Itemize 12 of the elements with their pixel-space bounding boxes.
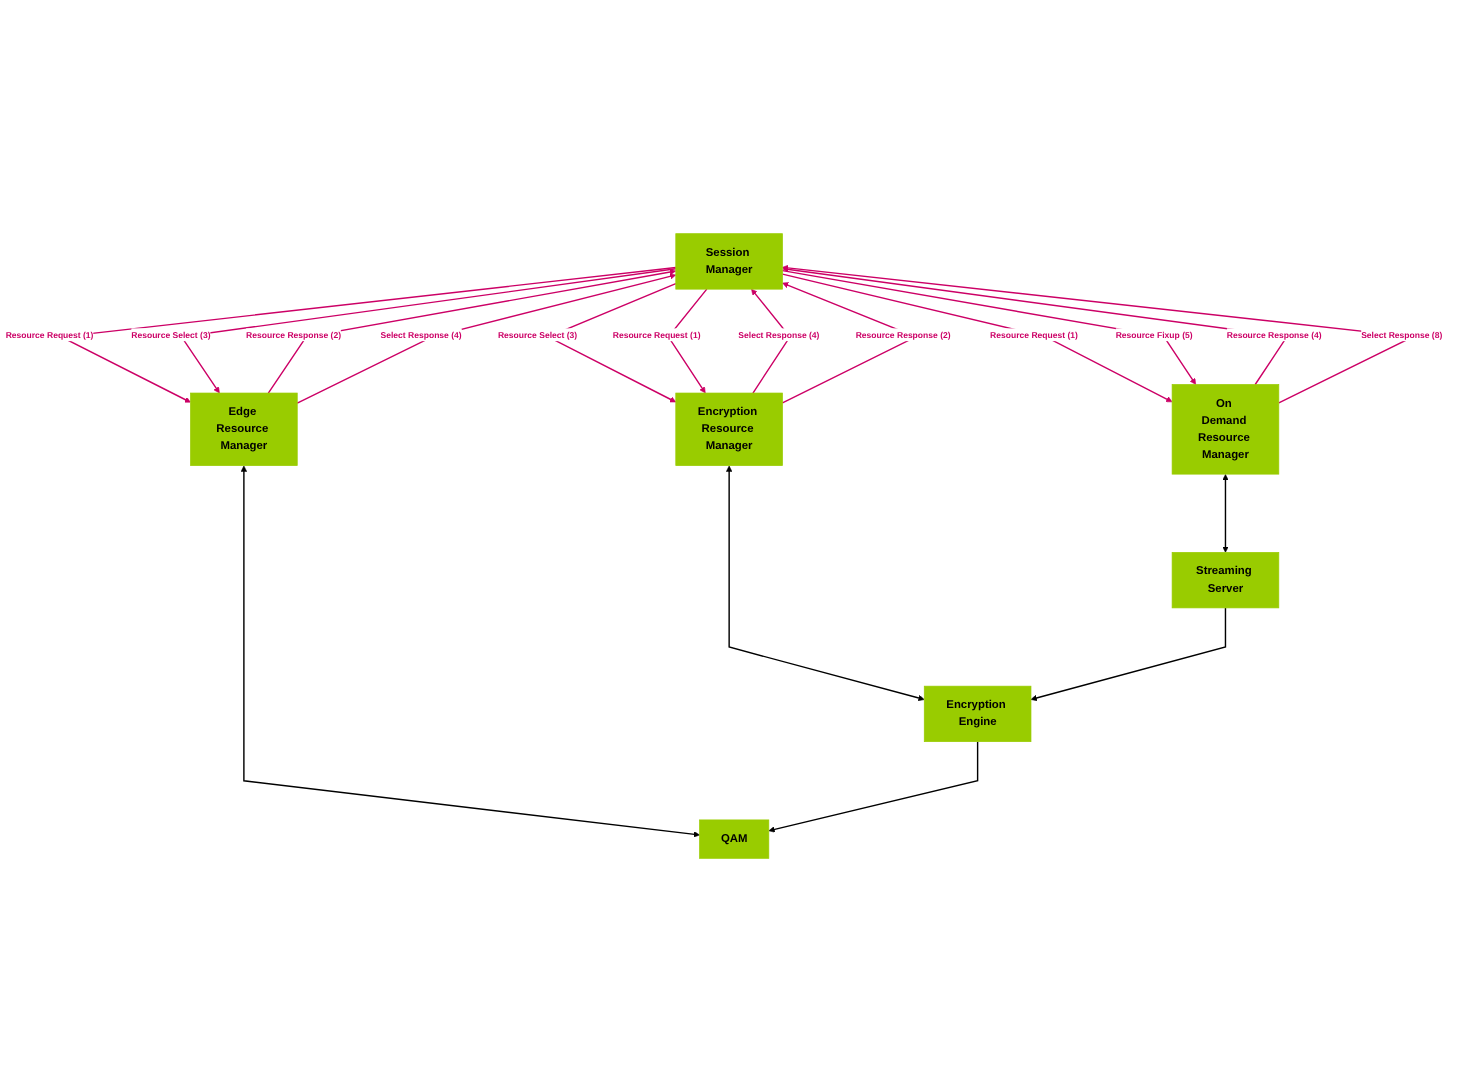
arrow — [768, 740, 979, 833]
arrow — [726, 465, 925, 702]
arrow — [267, 268, 677, 394]
arrow — [751, 288, 791, 394]
arrow — [781, 269, 1196, 385]
arrow — [180, 268, 677, 394]
arrow — [782, 266, 1289, 386]
arrow — [667, 288, 708, 394]
arrow — [1222, 474, 1229, 553]
arrow — [240, 465, 700, 838]
arrow — [1030, 607, 1227, 702]
arrow — [781, 273, 1173, 403]
